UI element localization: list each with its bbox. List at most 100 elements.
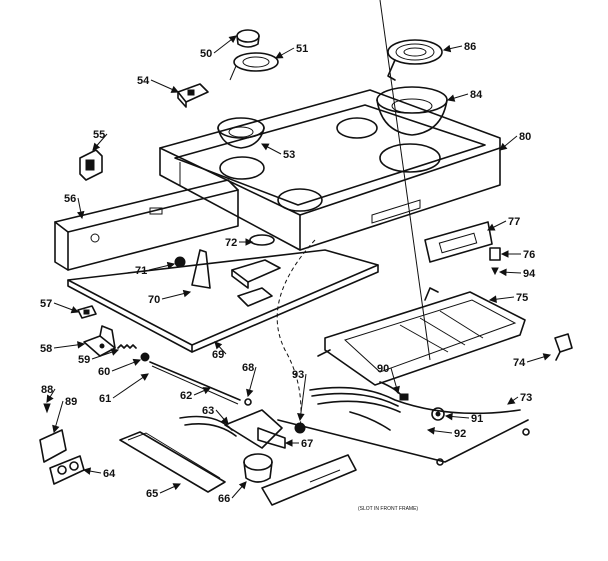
- callout-56: 56: [64, 193, 85, 220]
- callout-arrowhead: [214, 341, 223, 350]
- clip-57: [77, 305, 97, 319]
- callout-58: 58: [40, 341, 86, 355]
- callout-arrowhead: [228, 35, 237, 43]
- callout-label: 58: [40, 343, 52, 355]
- callout-label: 50: [200, 48, 212, 60]
- callout-66: 66: [218, 481, 247, 505]
- callout-arrowhead: [220, 416, 229, 425]
- callout-label: 73: [520, 392, 532, 404]
- callout-61: 61: [99, 373, 149, 405]
- callout-arrowhead: [70, 306, 80, 314]
- terminal-block-55: [79, 149, 103, 181]
- callout-72: 72: [225, 237, 254, 249]
- callout-70: 70: [148, 289, 192, 306]
- slot-note: (SLOT IN FRONT FRAME): [358, 506, 418, 512]
- callout-label: 92: [454, 428, 466, 440]
- callout-label: 60: [98, 366, 110, 378]
- callout-53: 53: [261, 143, 295, 161]
- callout-90: 90: [377, 363, 400, 395]
- callout-arrowhead: [77, 341, 86, 349]
- callout-63: 63: [202, 405, 229, 425]
- callout-label: 69: [212, 349, 224, 361]
- callout-89: 89: [52, 396, 77, 434]
- callout-84: 84: [446, 89, 483, 102]
- callout-arrowhead: [487, 223, 496, 231]
- callout-68: 68: [242, 362, 257, 398]
- callout-69: 69: [212, 341, 227, 361]
- callout-55: 55: [92, 129, 108, 151]
- front-frame-cover: [261, 454, 357, 506]
- callout-arrowhead: [444, 412, 453, 421]
- callout-label: 76: [523, 249, 535, 261]
- bracket-70: [191, 249, 211, 289]
- callout-80: 80: [499, 131, 531, 151]
- callout-59: 59: [78, 348, 120, 366]
- nut-91: [431, 407, 445, 421]
- callout-leader: [112, 373, 149, 399]
- callout-label: 91: [471, 413, 483, 425]
- block-64: [49, 455, 85, 485]
- callout-62: 62: [180, 387, 212, 402]
- callout-label: 89: [65, 396, 77, 408]
- callout-label: 65: [146, 488, 158, 500]
- callout-label: 86: [464, 41, 476, 53]
- callout-arrowhead: [238, 481, 247, 490]
- callout-label: 80: [519, 131, 531, 143]
- callout-label: 57: [40, 298, 52, 310]
- valve-63: [179, 409, 283, 449]
- burner-66: [243, 453, 273, 483]
- bake-element-75: [317, 0, 526, 386]
- callout-label: 75: [516, 292, 528, 304]
- callout-64: 64: [82, 467, 116, 480]
- callout-label: 74: [513, 357, 526, 369]
- callout-label: 71: [135, 265, 147, 277]
- callout-arrowhead: [488, 295, 497, 303]
- cooktop-top-80: [159, 89, 501, 251]
- callout-label: 51: [296, 43, 308, 55]
- callout-arrowhead: [284, 439, 293, 447]
- callout-67: 67: [284, 438, 313, 450]
- callout-51: 51: [275, 43, 308, 59]
- callout-label: 64: [103, 468, 116, 480]
- callout-arrowhead: [246, 388, 254, 398]
- callout-arrowhead: [500, 250, 509, 258]
- callout-arrowhead: [426, 427, 435, 435]
- callout-arrowhead: [92, 142, 101, 151]
- callout-91: 91: [444, 412, 483, 425]
- callout-label: 90: [377, 363, 389, 375]
- callout-arrowhead: [76, 210, 85, 220]
- grommet-71: [174, 256, 186, 268]
- callout-label: 54: [137, 75, 150, 87]
- terminal-90: [379, 381, 409, 401]
- callout-label: 55: [93, 129, 105, 141]
- callout-arrowhead: [132, 358, 142, 366]
- bottom-pan-69: [67, 249, 379, 353]
- switch-54: [177, 83, 209, 108]
- callout-76: 76: [500, 249, 535, 261]
- callout-arrowhead: [202, 387, 212, 395]
- callout-94: 94: [498, 268, 536, 280]
- callout-label: 63: [202, 405, 214, 417]
- wire-harness-73: [277, 386, 530, 466]
- spring-59: [117, 344, 137, 349]
- callout-label: 88: [41, 384, 53, 396]
- callout-arrowhead: [507, 397, 516, 405]
- rail-65: [119, 431, 226, 493]
- callout-arrowhead: [172, 483, 182, 491]
- callout-label: 77: [508, 216, 520, 228]
- bracket-72: [231, 234, 281, 307]
- knob-50: [236, 29, 260, 48]
- callout-73: 73: [507, 392, 532, 405]
- callout-92: 92: [426, 427, 466, 440]
- surface-element-86: [387, 39, 443, 81]
- callout-label: 56: [64, 193, 76, 205]
- callout-arrowhead: [261, 143, 270, 151]
- bracket-88: [43, 403, 51, 414]
- callout-arrowhead: [446, 94, 456, 102]
- bracket-74: [554, 333, 573, 361]
- callout-arrowhead: [442, 44, 452, 53]
- callout-65: 65: [146, 483, 182, 500]
- screw-94: [491, 267, 499, 276]
